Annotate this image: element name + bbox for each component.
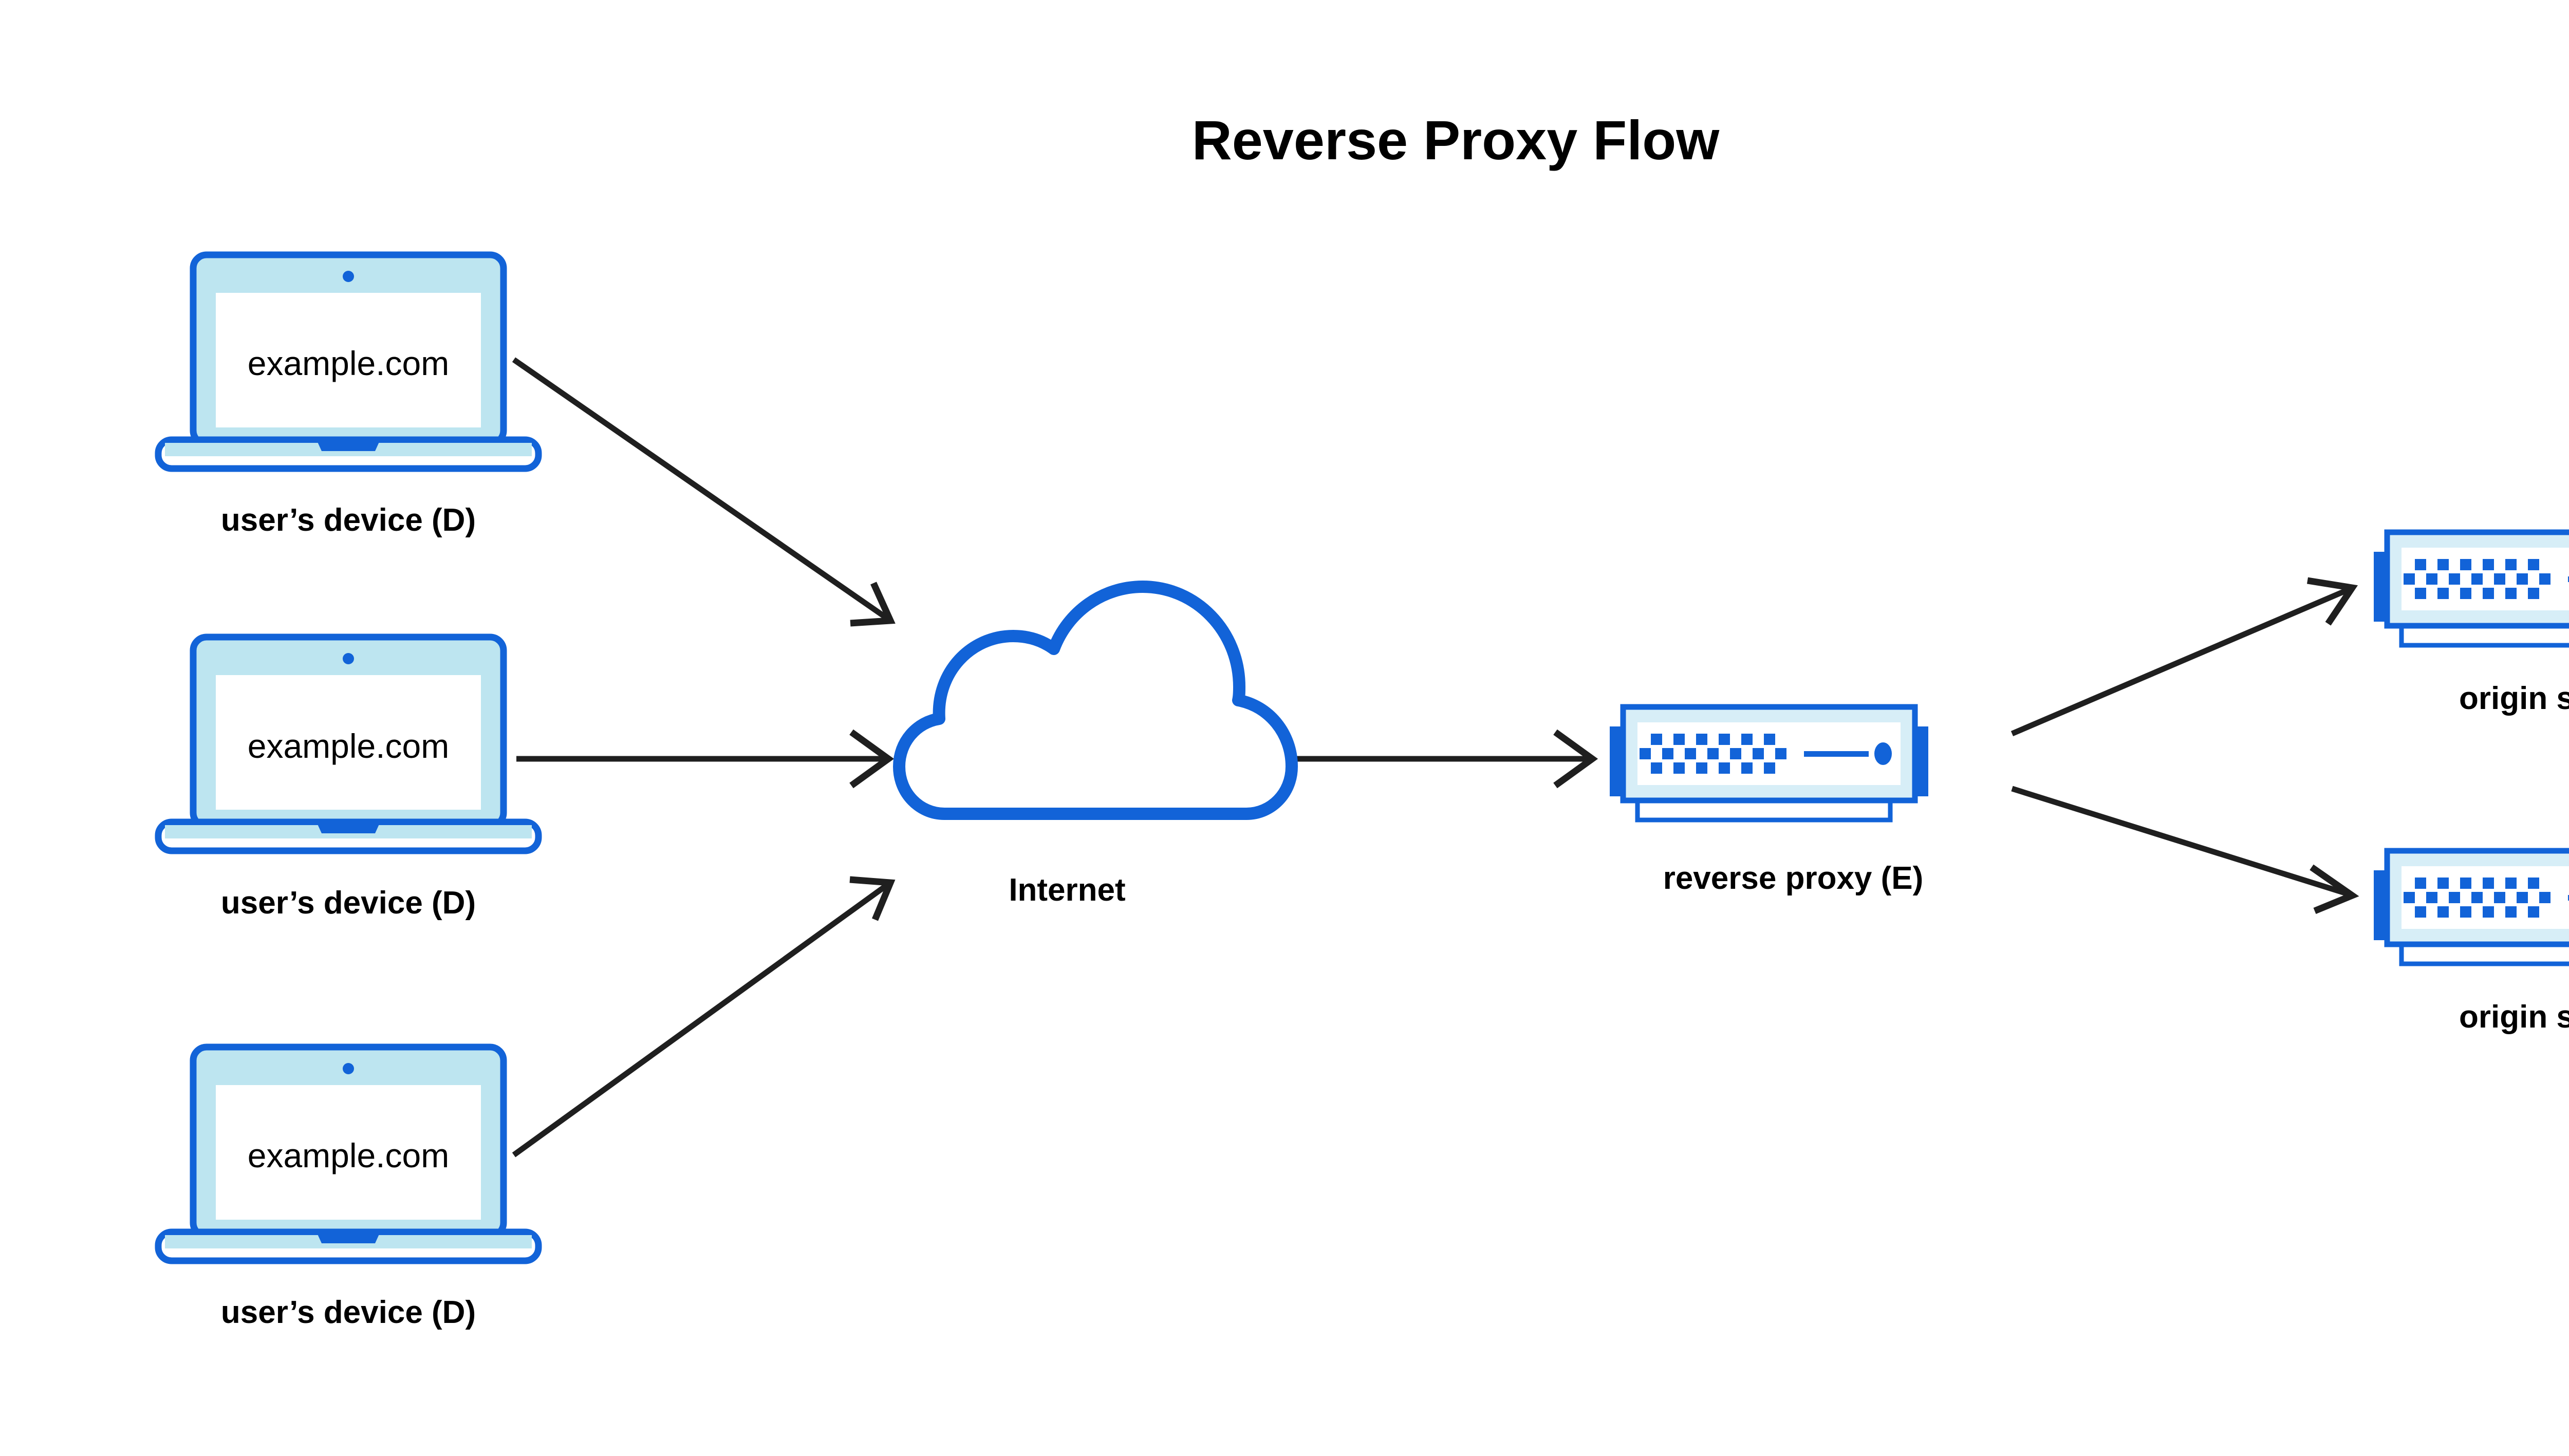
- node-label-internet: Internet: [1009, 872, 1125, 908]
- edge-device1-to-internet: [512, 357, 896, 627]
- node-label-user-device-3: user’s device (D): [221, 1295, 476, 1330]
- node-label-origin-server-1: origin server (F): [2459, 681, 2569, 716]
- cloud-icon: [893, 581, 1298, 820]
- edge-device2-to-internet: [516, 729, 895, 789]
- node-label-user-device-1: user’s device (D): [221, 502, 476, 538]
- node-label-origin-server-2: origin server (F): [2459, 999, 2569, 1035]
- server-icon: [2374, 851, 2569, 964]
- device-screen-text: example.com: [248, 344, 450, 382]
- device-screen-text: example.com: [248, 1136, 450, 1174]
- edge-proxy-to-origin2: [2011, 786, 2359, 914]
- node-origin-server-2[interactable]: origin server (F): [2374, 851, 2569, 1035]
- node-label-reverse-proxy: reverse proxy (E): [1663, 861, 1924, 896]
- device-screen-text: example.com: [248, 727, 450, 765]
- server-icon: [2374, 532, 2569, 645]
- node-user-device-2[interactable]: example.com user’s device (D): [158, 637, 538, 921]
- node-user-device-1[interactable]: example.com user’s device (D): [158, 255, 538, 538]
- server-icon: [1610, 707, 1928, 820]
- node-reverse-proxy[interactable]: reverse proxy (E): [1610, 707, 1928, 896]
- node-origin-server-1[interactable]: origin server (F): [2374, 532, 2569, 716]
- edge-device3-to-internet: [512, 876, 896, 1158]
- page-title: Reverse Proxy Flow: [1192, 109, 1720, 171]
- node-label-user-device-2: user’s device (D): [221, 885, 476, 921]
- edge-layer: [512, 357, 2359, 1158]
- edge-proxy-to-origin1: [2010, 577, 2358, 737]
- node-user-device-3[interactable]: example.com user’s device (D): [158, 1047, 538, 1330]
- node-internet[interactable]: Internet: [893, 581, 1298, 908]
